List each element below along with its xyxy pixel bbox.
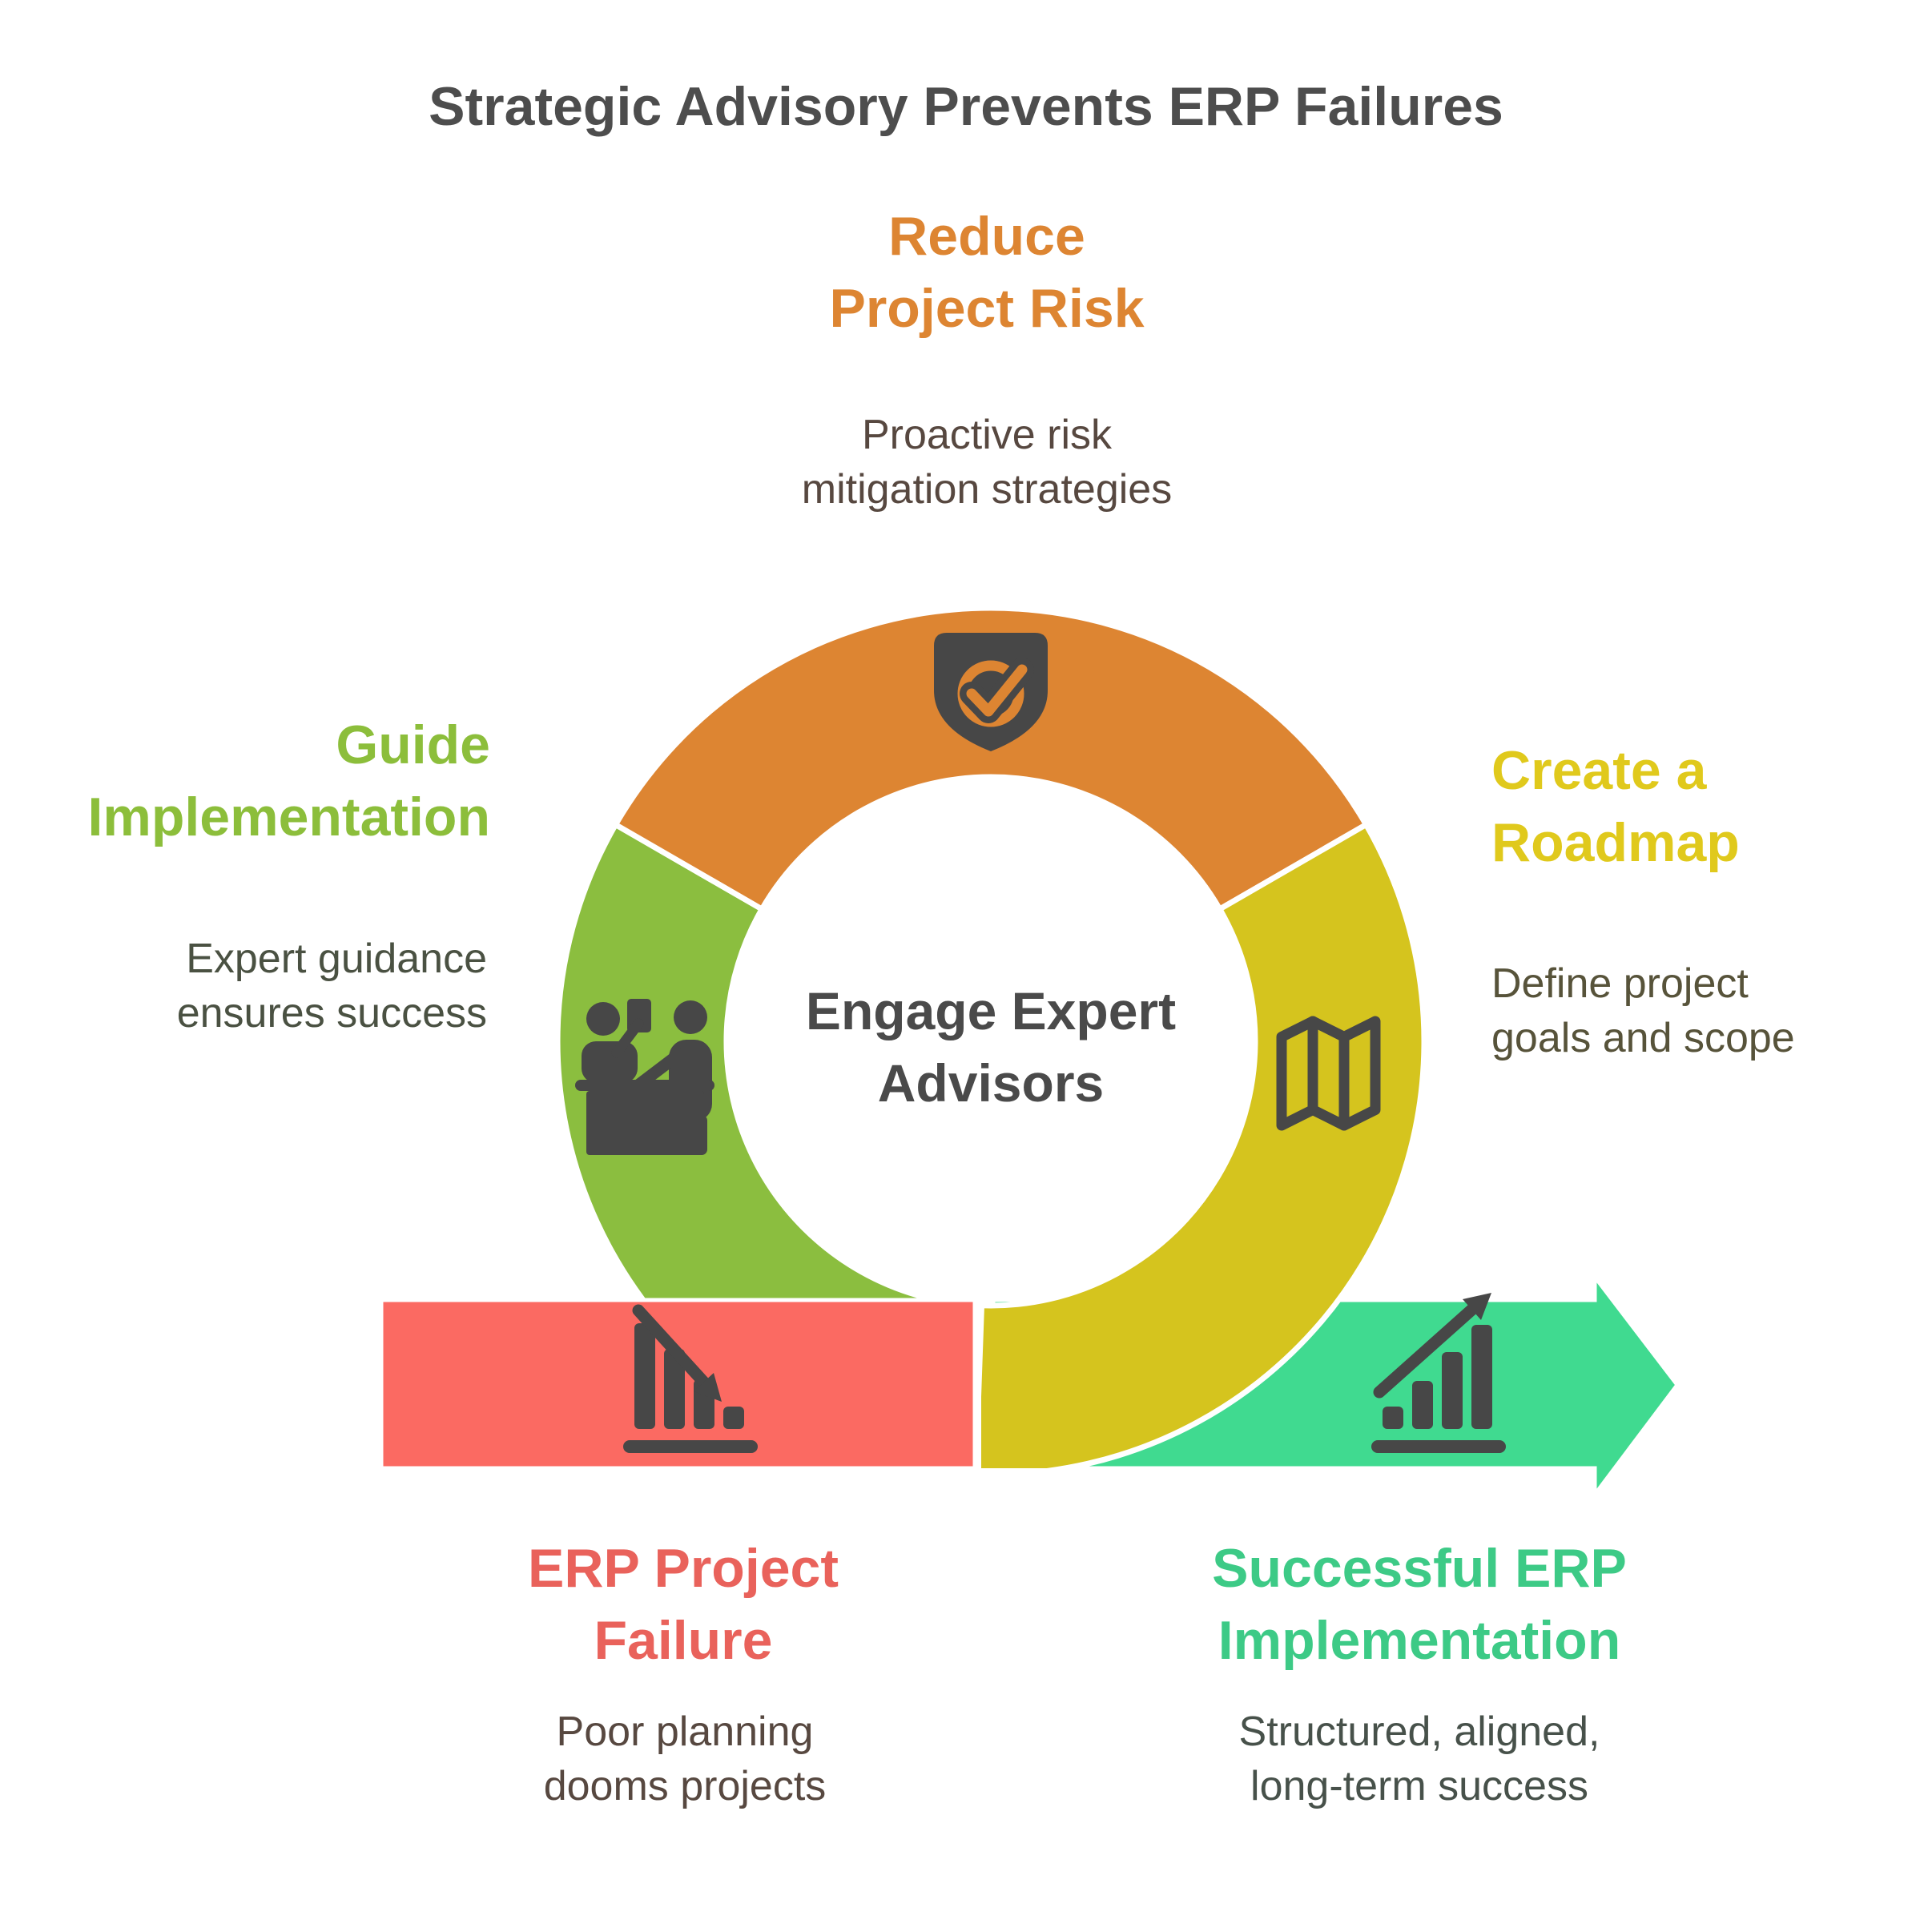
map-icon	[1276, 1016, 1381, 1131]
rising-bar-chart-icon	[1371, 1293, 1506, 1453]
bar-separator	[974, 1296, 981, 1472]
create-roadmap-description: Define project goals and scope	[1491, 960, 1795, 1061]
erp-failure-heading: ERP Project Failure	[527, 1538, 839, 1671]
advisor-desk-icon	[575, 999, 714, 1155]
reduce-risk-description: Proactive risk mitigation strategies	[801, 412, 1173, 513]
shield-check-icon	[934, 633, 1048, 751]
create-roadmap-heading: Create a Roadmap	[1491, 740, 1740, 873]
ring-segment-orange	[613, 605, 1369, 912]
ring-segment-yellow	[972, 822, 1427, 1468]
reduce-risk-heading: Reduce Project Risk	[829, 206, 1145, 339]
center-label: Engage Expert Advisors	[805, 981, 1177, 1113]
declining-bar-chart-icon	[623, 1304, 758, 1453]
guide-implementation-description: Expert guidance ensures success	[176, 936, 487, 1036]
erp-success-description: Structured, aligned, long-term success	[1238, 1709, 1600, 1809]
erp-failure-description: Poor planning dooms projects	[543, 1709, 827, 1809]
erp-success-heading: Successful ERP Implementation	[1212, 1538, 1627, 1671]
page-title: Strategic Advisory Prevents ERP Failures	[429, 76, 1503, 137]
guide-implementation-heading: Guide Implementation	[87, 714, 491, 847]
ring-inner-hole	[731, 782, 1250, 1301]
